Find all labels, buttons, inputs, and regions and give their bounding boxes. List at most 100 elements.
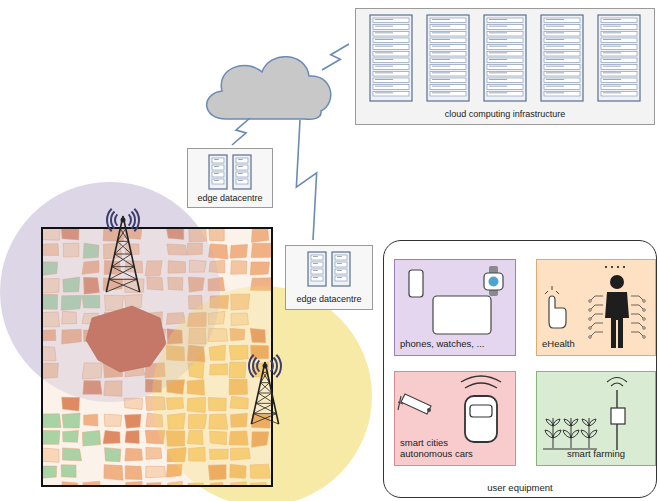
server-slot xyxy=(337,263,342,264)
server-slot xyxy=(603,32,621,33)
camera-lens xyxy=(427,408,431,412)
map-block xyxy=(146,466,166,478)
tower-brace xyxy=(106,279,139,292)
server-unit xyxy=(544,31,580,36)
server-slot xyxy=(432,26,450,27)
server-slot xyxy=(546,19,564,20)
map-block xyxy=(103,431,120,444)
server-unit xyxy=(373,58,409,63)
server-unit xyxy=(311,276,323,281)
coverage-circle xyxy=(152,286,372,501)
server-slot xyxy=(432,72,450,73)
signal-arc xyxy=(276,355,281,378)
server-slot xyxy=(603,66,621,67)
server-slot xyxy=(375,66,393,67)
server-unit xyxy=(430,38,466,43)
car-windscreen xyxy=(470,405,492,417)
box-label: edge datacentre xyxy=(296,294,361,304)
coverage-circles xyxy=(0,182,372,501)
car-icon xyxy=(465,396,497,442)
cell-towers xyxy=(106,209,281,424)
server-slot xyxy=(375,92,393,93)
circuit-node xyxy=(589,336,592,339)
map-block xyxy=(250,262,269,275)
server-slot xyxy=(489,66,507,67)
server-unit xyxy=(430,25,466,30)
server-unit xyxy=(311,262,323,267)
server-rack xyxy=(370,15,412,101)
map-block xyxy=(125,414,142,428)
server-slot xyxy=(375,39,393,40)
box-label: edge datacentre xyxy=(197,193,262,203)
server-slot xyxy=(603,26,621,27)
circuit-node xyxy=(643,327,646,330)
server-slot xyxy=(375,72,393,73)
plant-icon xyxy=(545,418,561,448)
plant-icon xyxy=(563,418,579,448)
server-slot xyxy=(214,180,219,181)
box-label: cloud computing infrastructure xyxy=(445,109,566,119)
map-block xyxy=(125,431,139,444)
server-unit xyxy=(601,25,637,30)
map-frame xyxy=(42,228,272,486)
server-unit xyxy=(311,269,323,274)
car-sensor-arc xyxy=(461,376,501,388)
coverage-tint xyxy=(152,286,272,486)
circuit-line xyxy=(591,314,603,318)
tablet-icon xyxy=(433,296,491,334)
map-block xyxy=(105,448,121,462)
server-unit xyxy=(601,91,637,96)
map-block xyxy=(63,431,79,443)
signal-dot xyxy=(611,266,613,268)
server-slot xyxy=(546,59,564,60)
server-slot xyxy=(489,52,507,53)
box-label: phones, watches, ... xyxy=(400,339,485,350)
circuit-line xyxy=(631,296,643,300)
server-rack xyxy=(598,15,640,101)
circuit-line xyxy=(631,314,643,318)
lightning-link xyxy=(232,118,250,145)
server-unit xyxy=(487,85,523,90)
server-unit xyxy=(212,179,224,184)
server-unit xyxy=(601,85,637,90)
server-slot xyxy=(489,26,507,27)
server-unit xyxy=(544,85,580,90)
city-map xyxy=(42,228,272,486)
server-slot xyxy=(603,52,621,53)
server-unit xyxy=(487,38,523,43)
signal-arc xyxy=(107,209,112,232)
server-slot xyxy=(432,52,450,53)
server-unit xyxy=(544,18,580,23)
server-slot xyxy=(313,263,318,264)
tower-leg xyxy=(106,216,139,292)
map-block xyxy=(125,466,142,480)
watch-band xyxy=(489,266,498,296)
circuit-line xyxy=(631,305,643,309)
server-unit xyxy=(601,58,637,63)
signal-arc xyxy=(131,212,135,229)
server-slot xyxy=(432,79,450,80)
sensor-signal xyxy=(607,378,627,387)
server-slot xyxy=(432,59,450,60)
map-block xyxy=(42,430,60,444)
map-block xyxy=(42,448,59,462)
server-unit xyxy=(487,78,523,83)
server-slot xyxy=(432,39,450,40)
map-block xyxy=(231,261,247,275)
server-unit xyxy=(373,91,409,96)
box-label: smart cities autonomous cars xyxy=(400,438,500,460)
server-slot xyxy=(546,92,564,93)
server-slot xyxy=(603,72,621,73)
device-category-box: eHealth xyxy=(536,259,656,356)
server-slot xyxy=(214,173,219,174)
server-slot xyxy=(375,19,393,20)
server-rack xyxy=(209,155,227,189)
server-slot xyxy=(238,180,243,181)
server-slot xyxy=(337,277,342,278)
server-unit xyxy=(373,65,409,70)
server-slot xyxy=(546,79,564,80)
tower-brace xyxy=(251,414,278,424)
circuit-line xyxy=(591,296,603,300)
server-unit xyxy=(487,71,523,76)
